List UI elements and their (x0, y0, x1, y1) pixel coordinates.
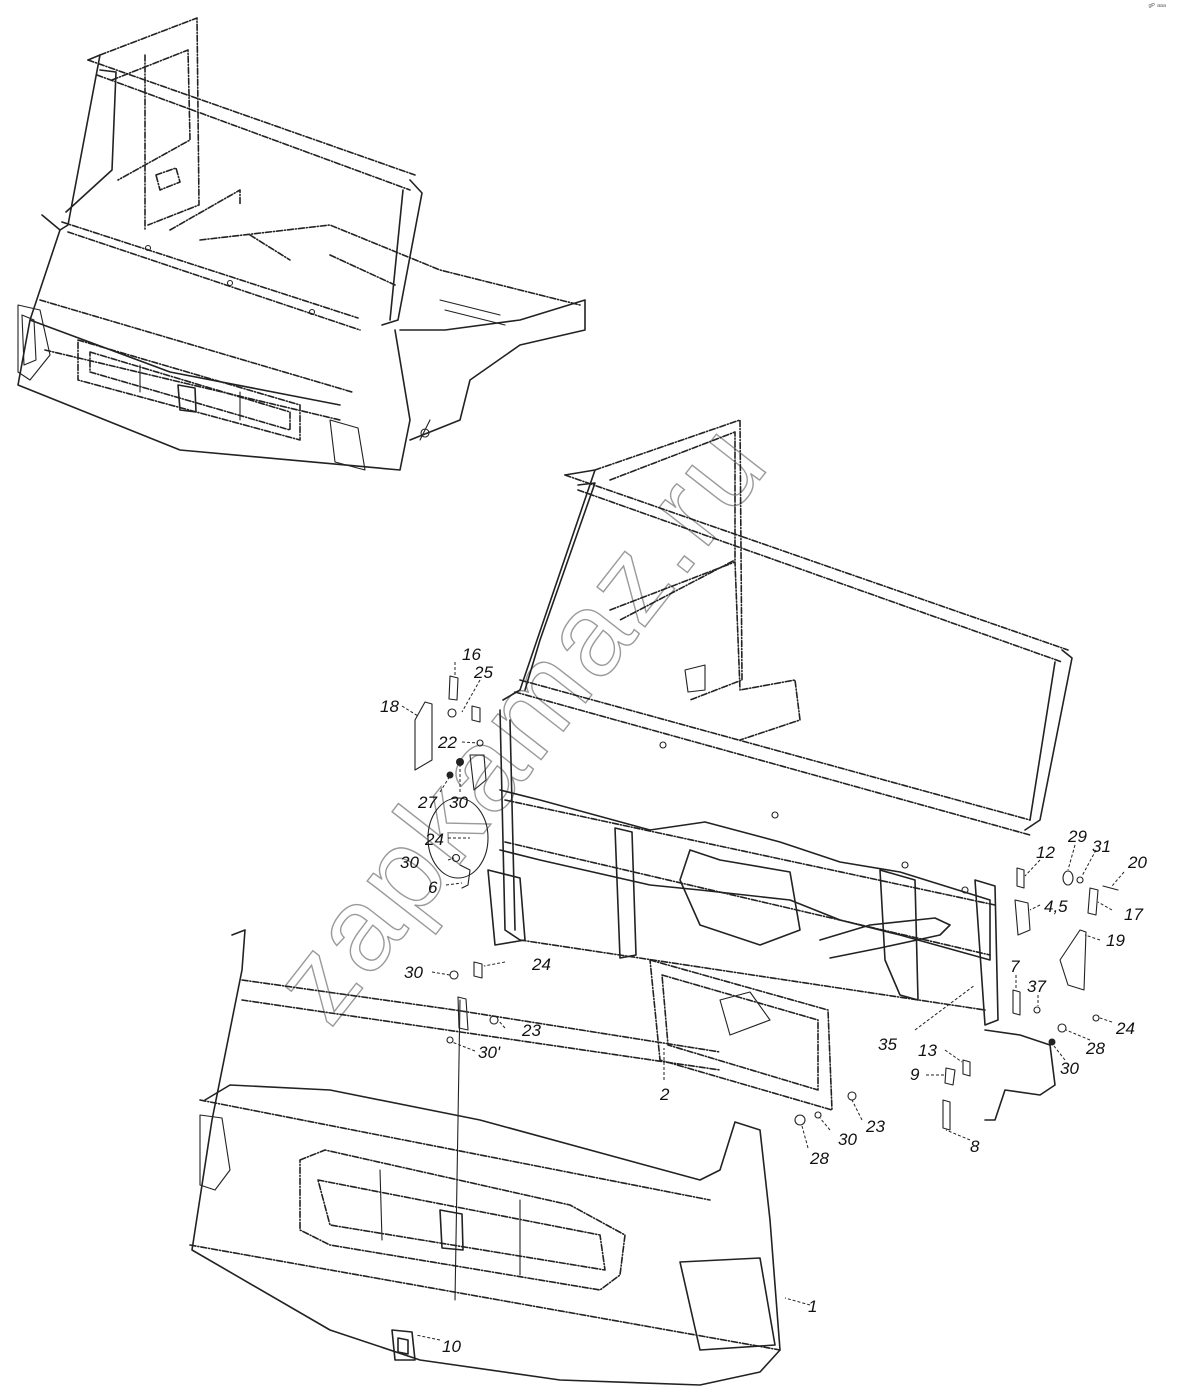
part-6 (459, 864, 471, 889)
callout-12: 12 (1036, 843, 1055, 862)
callout-22: 22 (437, 733, 457, 752)
corner-mark: ᵍᴾ ᵃᵃᵃ (1148, 2, 1166, 11)
callout-23-b: 23 (865, 1117, 885, 1136)
callout-28-a: 28 (809, 1149, 829, 1168)
callout-19: 19 (1106, 931, 1125, 950)
callout-23-a: 23 (521, 1021, 541, 1040)
callout-16: 16 (462, 645, 481, 664)
part-17 (1087, 887, 1099, 916)
callout-31: 31 (1092, 837, 1111, 856)
part-12 (1016, 867, 1025, 889)
part-20 (1102, 885, 1119, 891)
callout-30-prime: 30' (478, 1043, 501, 1062)
callout-35: 35 (878, 1035, 897, 1054)
callout-24-a: 24 (424, 830, 444, 849)
callout-6: 6 (428, 878, 438, 897)
part-27 (446, 771, 454, 779)
part-31 (1076, 876, 1084, 884)
callout-24-b: 24 (531, 955, 551, 974)
part-8 (942, 1099, 951, 1131)
leader-lines (401, 662, 1125, 1341)
part-23 (847, 1091, 857, 1101)
watermark: zapkamaz.ru (246, 397, 794, 1047)
callout-30-a: 30 (449, 793, 468, 812)
part-10 (391, 1329, 416, 1361)
part-28 (1057, 1023, 1067, 1033)
assembled-cab-view (17, 17, 586, 471)
callout-8: 8 (970, 1137, 980, 1156)
callout-17: 17 (1124, 905, 1143, 924)
callout-1: 1 (808, 1297, 817, 1316)
part-4-5 (1014, 899, 1031, 936)
part-7 (1012, 989, 1021, 1016)
callout-30-f: 30 (1060, 1059, 1079, 1078)
exploded-front-view (189, 419, 1119, 1386)
callout-30-b: 30 (400, 853, 419, 872)
callouts: 16 25 18 22 27 30 24 30 6 30 24 23 30' 2… (380, 645, 1147, 1356)
callout-30-c: 30 (404, 963, 423, 982)
part-24 (1092, 1014, 1100, 1022)
callout-30-e: 30 (838, 1130, 857, 1149)
part-30-nut-r (1048, 1038, 1056, 1046)
part-25 (447, 708, 457, 718)
callout-27: 27 (417, 793, 437, 812)
callout-9: 9 (910, 1065, 920, 1084)
callout-7: 7 (1010, 957, 1020, 976)
callout-29: 29 (1067, 827, 1087, 846)
part-29 (1062, 870, 1074, 886)
part-9 (944, 1067, 956, 1086)
callout-24-c: 24 (1115, 1019, 1135, 1038)
part-19 (1059, 929, 1087, 991)
callout-37: 37 (1027, 977, 1046, 996)
callout-18: 18 (380, 697, 399, 716)
part-30-nut (456, 758, 464, 766)
callout-20: 20 (1127, 853, 1147, 872)
watermark-text: zapkamaz.ru (246, 398, 793, 1046)
callout-25: 25 (473, 663, 493, 682)
callout-2: 2 (659, 1085, 670, 1104)
callout-28-b: 28 (1085, 1039, 1105, 1058)
callout-4-5: 4,5 (1044, 897, 1068, 916)
part-18 (414, 701, 433, 771)
part-37 (1033, 1006, 1041, 1014)
callout-13: 13 (918, 1041, 937, 1060)
part-16 (448, 675, 459, 701)
part-13 (962, 1059, 971, 1077)
part-28b (794, 1114, 806, 1126)
callout-10: 10 (442, 1337, 461, 1356)
